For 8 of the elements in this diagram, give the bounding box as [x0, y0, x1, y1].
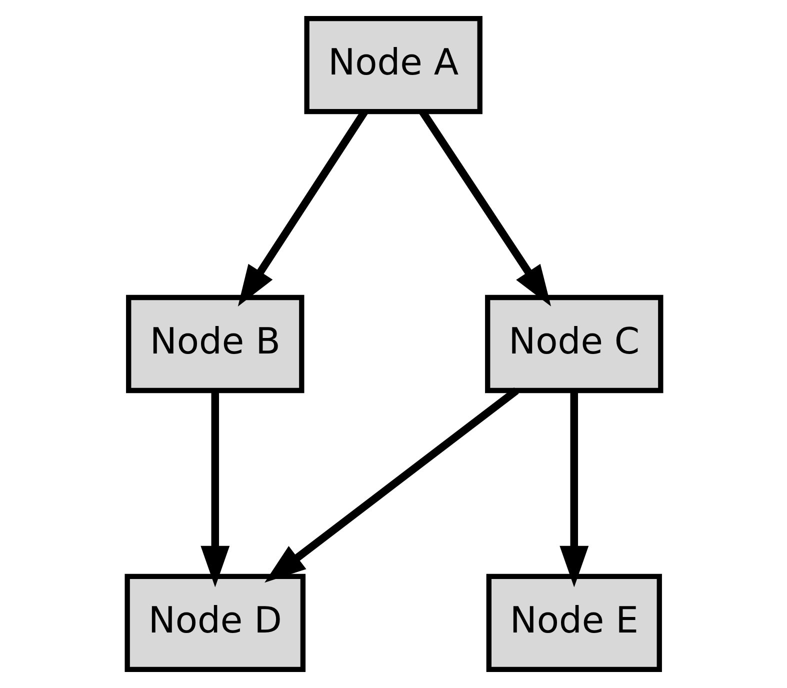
arrow	[559, 390, 588, 588]
arrow	[200, 390, 230, 588]
node-box: Node C	[484, 294, 663, 394]
node-box: Node E	[486, 574, 662, 672]
arrow	[264, 387, 518, 583]
node-box: Node B	[126, 294, 304, 394]
node-box: Node D	[124, 574, 306, 672]
node-box: Node A	[304, 16, 482, 114]
